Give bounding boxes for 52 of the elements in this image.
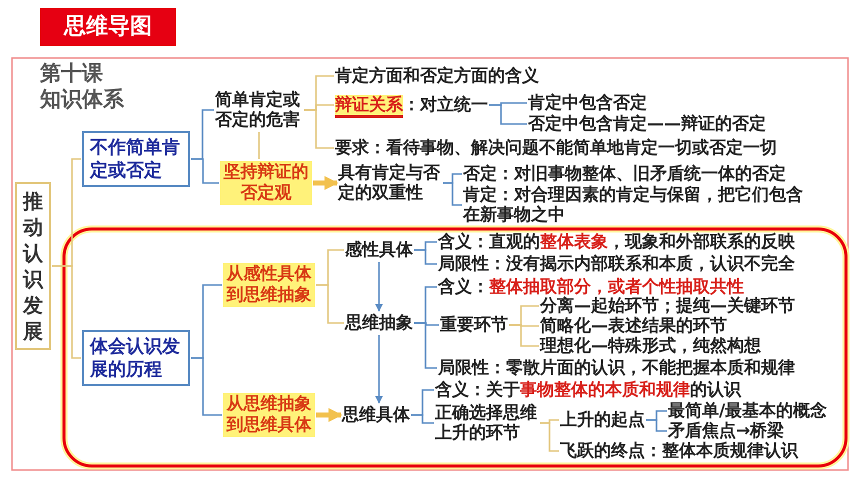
bracket-line <box>52 265 81 359</box>
branch-text: 局限性：没有揭示内部联系和本质，认识不完全 <box>438 254 795 274</box>
branch-text: 上升的起点 <box>560 410 645 430</box>
branch-text: 感性具体 <box>345 240 413 260</box>
heading-text: 第十课 <box>40 60 103 86</box>
bracket-line <box>304 109 334 149</box>
branch-text: 正确选择思维上升的环节 <box>435 403 539 443</box>
branch-text: 含义：整体抽取部分，或者个性抽取共性 <box>438 277 744 297</box>
arrow <box>375 262 383 312</box>
bracket-line <box>316 284 344 324</box>
topic-box: 体会认识发展的历程 <box>82 330 190 386</box>
bracket-line <box>411 414 434 424</box>
bracket-line <box>258 132 260 159</box>
bracket-line <box>191 158 219 184</box>
arrow <box>375 335 383 404</box>
branch-text: 肯定中包含否定 <box>528 93 647 113</box>
bracket-line <box>489 104 527 125</box>
bracket-line <box>509 324 539 347</box>
branch-text: 分离—起始环节；提纯—关键环节 <box>540 296 795 316</box>
branch-text: 含义：关于事物整体的本质和规律的认识 <box>435 380 741 400</box>
branch-text: 矛盾焦点→桥梁 <box>668 421 784 441</box>
bracket-line <box>414 322 437 369</box>
branch-text: 要求：看待事物、解决问题不能简单地肯定一切或否定一切 <box>335 138 777 158</box>
branch-text: 理想化—特殊形式，纯然构想 <box>540 336 761 356</box>
branch-text: 简单肯定或否定的危害 <box>215 90 303 130</box>
branch-text: 思维具体 <box>342 405 410 425</box>
highlighted-topic: 从感性具体到思维抽象 <box>223 263 315 307</box>
branch-text: 简略化—表述结果的环节 <box>540 316 727 336</box>
root-box: 推动认识发展 <box>15 182 51 350</box>
branch-text: 重要环节 <box>440 315 508 335</box>
branch-text: 思维抽象 <box>345 313 413 333</box>
highlighted-topic: 坚持辩证的否定观 <box>220 161 312 205</box>
branch-text: 含义：直观的整体表象，现象和外部联系的反映 <box>438 232 795 252</box>
branch-text: 肯定方面和否定方面的含义 <box>335 66 539 86</box>
arrow <box>313 176 338 190</box>
topic-box: 不作简单肯定或否定 <box>82 131 190 187</box>
branch-text: 具有肯定与否定的双重性 <box>338 163 442 203</box>
branch-text: 肯定：对合理因素的肯定与保留，把它们包含在新事物之中 <box>463 185 815 225</box>
title-banner: 思维导图 <box>40 8 176 46</box>
branch-text: 最简单/最基本的概念 <box>668 401 828 421</box>
bracket-line <box>540 422 559 452</box>
branch-text: 局限性：零散片面的认识，不能把握本质和规律 <box>438 358 795 378</box>
branch-text: 否定中包含肯定——辩证的否定 <box>528 114 766 134</box>
bracket-line <box>646 419 667 432</box>
bracket-line <box>443 182 462 206</box>
highlighted-topic: 从思维抽象到思维具体 <box>223 393 315 437</box>
arrow <box>316 408 342 422</box>
bracket-line <box>414 249 437 265</box>
branch-text: 飞跃的终点：整体本质规律认识 <box>560 441 798 461</box>
branch-text: 否定：对旧事物整体、旧矛盾统一体的否定 <box>463 164 786 184</box>
bracket-line <box>191 357 222 416</box>
heading-text: 知识体系 <box>40 86 124 112</box>
